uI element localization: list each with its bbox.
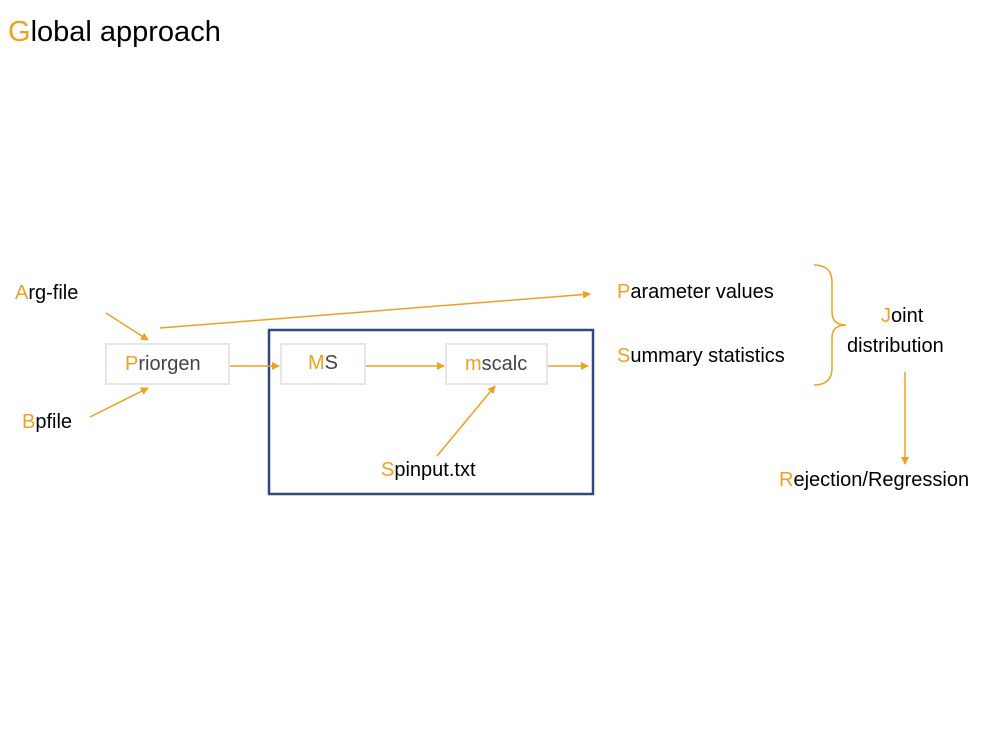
priorgen-label: Priorgen [125,353,201,375]
spinput-label: Spinput.txt [381,459,476,481]
arg-file-label: Arg-file [15,282,79,304]
mscalc-box: mscalc [445,343,548,385]
arrow-spinput-mscalc [436,385,496,457]
arrow-argfile-priorgen [105,312,149,341]
joint-brace [813,264,847,386]
mscalc-label: mscalc [465,353,528,375]
distribution-label: distribution [847,335,944,357]
ms-label: MS [308,352,339,374]
ms-box: MS [280,343,366,385]
parameter-values-label: Parameter values [617,281,774,303]
rejection-regression-label: Rejection/Regression [779,469,970,491]
bpfile-label: Bpfile [22,411,73,433]
title-text: lobal approach [30,16,221,48]
arrow-priorgen-parameters [159,290,591,329]
arrow-bpfile-priorgen [89,387,149,418]
title-accent-letter: G [8,16,31,48]
simulation-frame [267,328,595,496]
slide-title: Global approach [8,18,221,47]
joint-label: Joint [881,305,924,327]
priorgen-box: Priorgen [105,343,230,385]
summary-statistics-label: Summary statistics [617,345,785,367]
